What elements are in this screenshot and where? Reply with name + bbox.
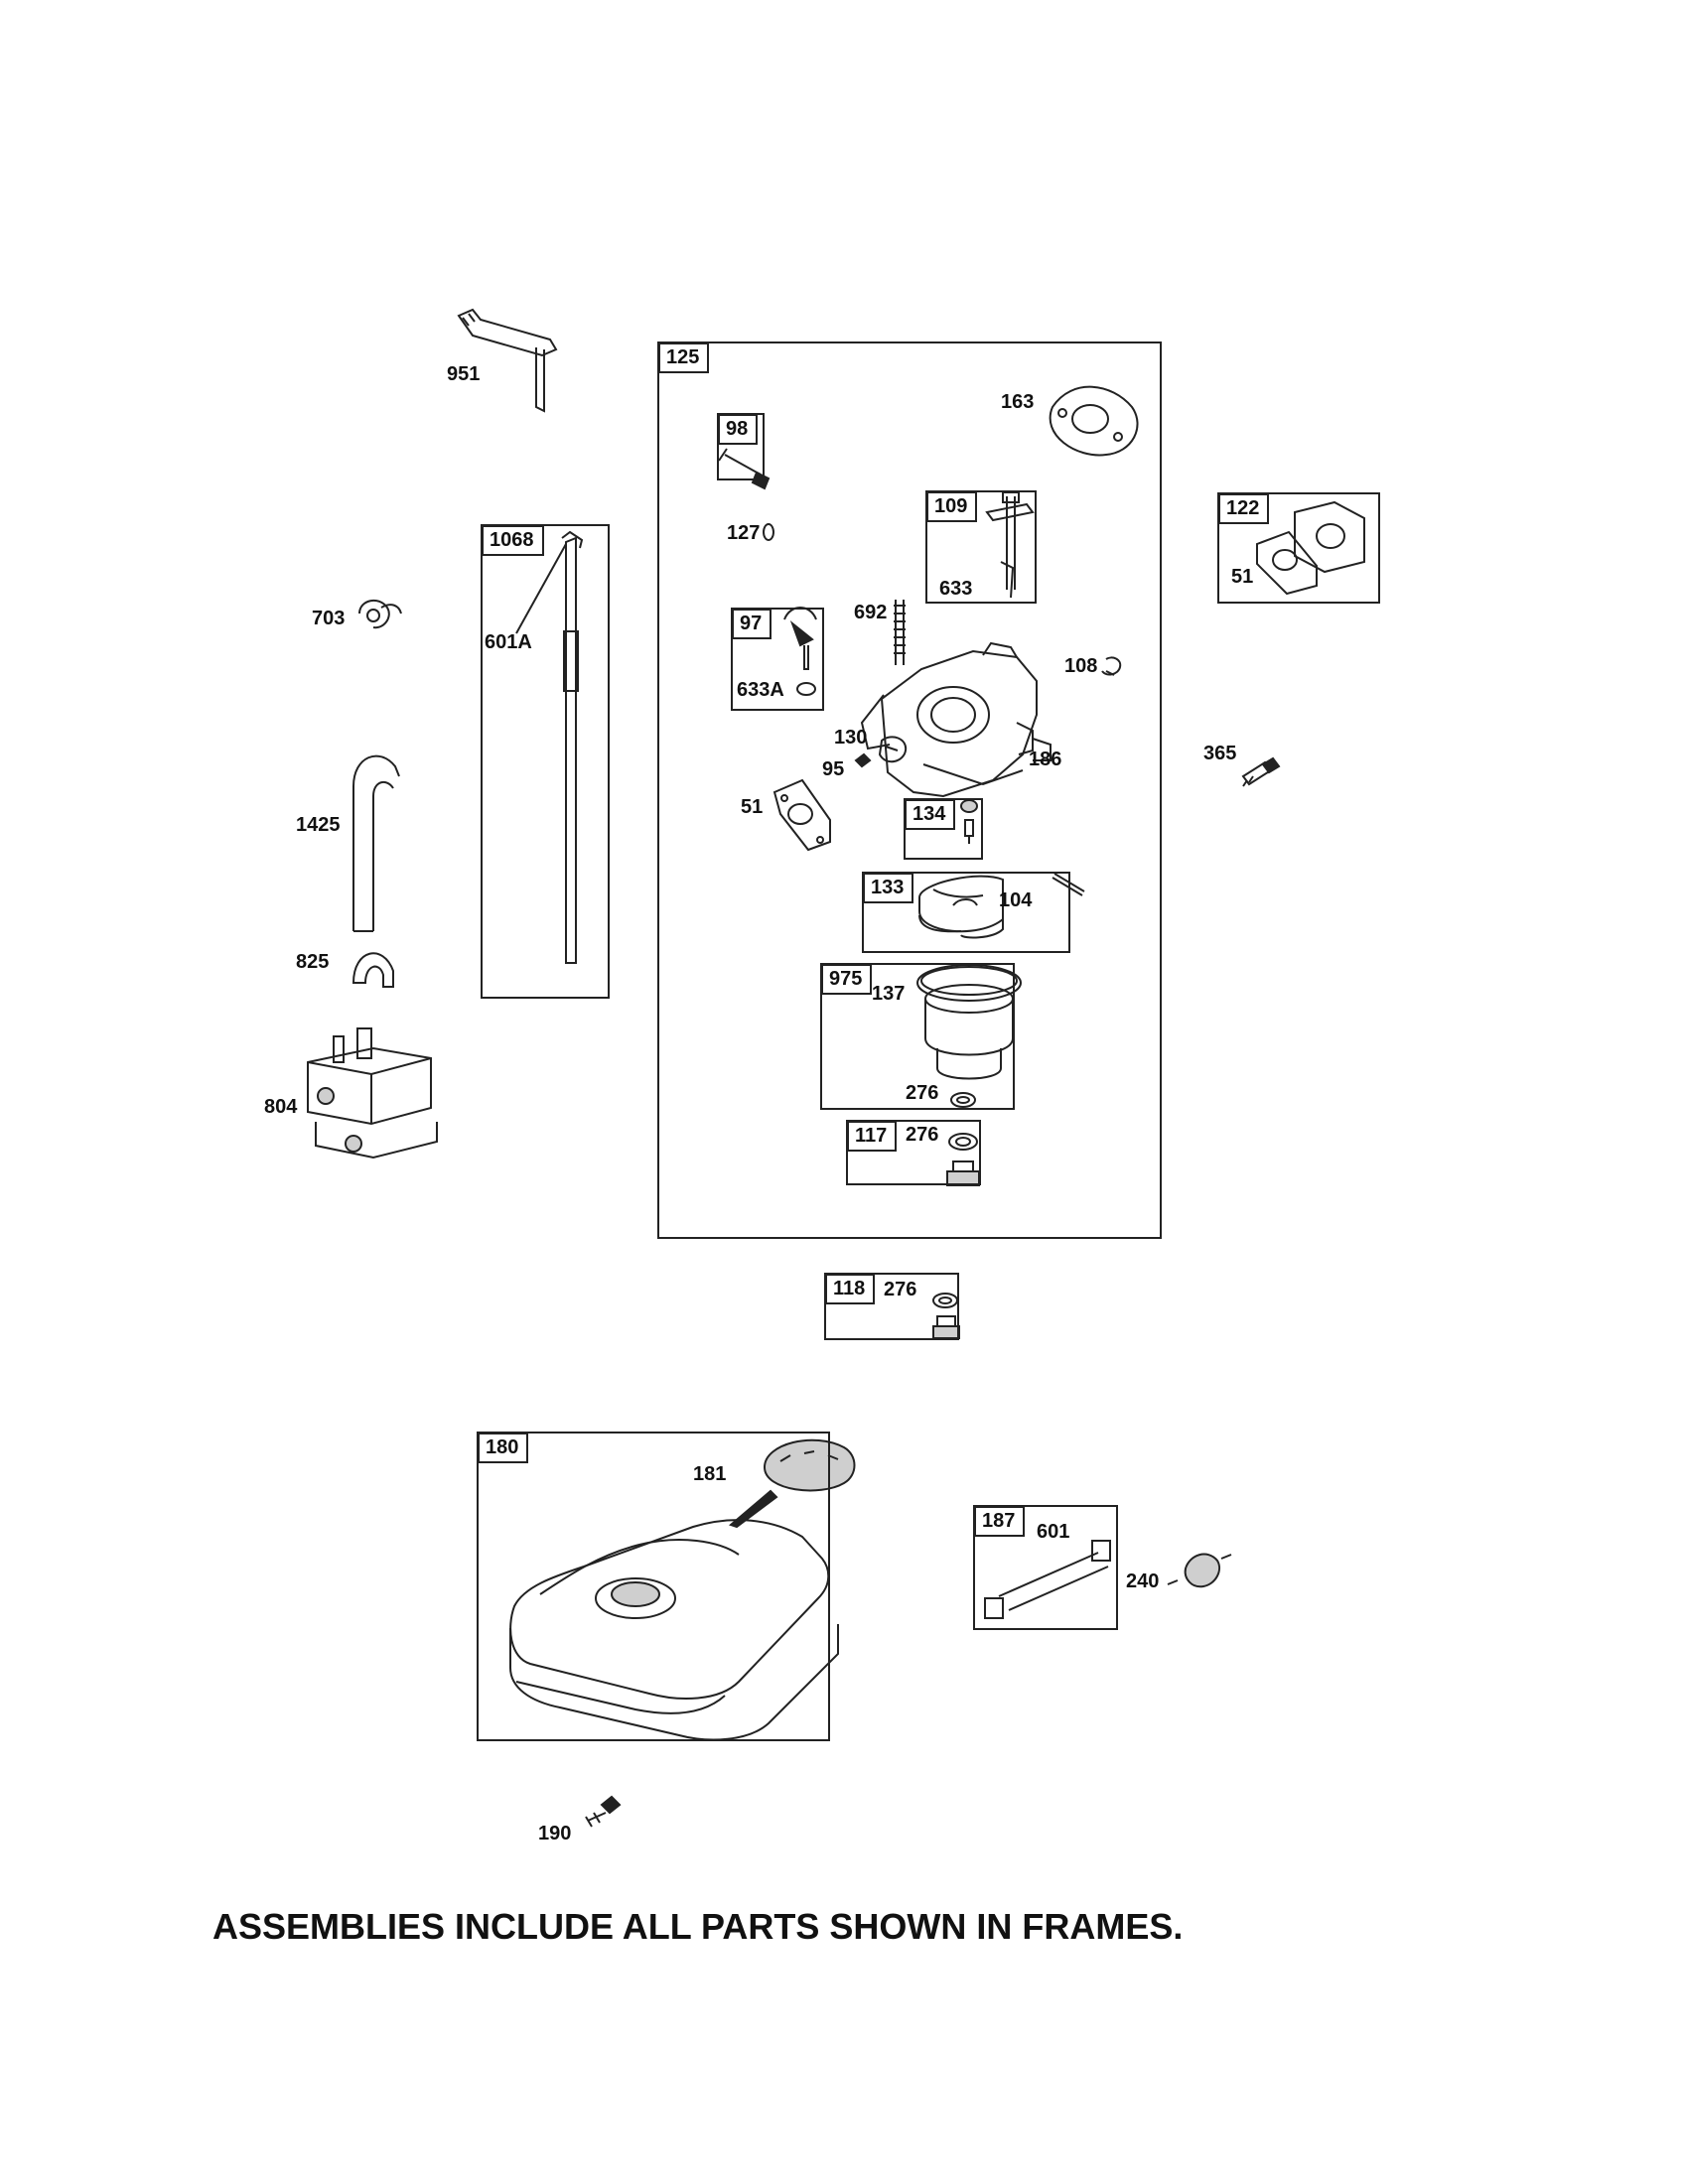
frame-975: 975	[820, 963, 1015, 1110]
label-104: 104	[999, 889, 1033, 911]
frame-180: 180	[477, 1432, 830, 1741]
part-122-adapter	[1256, 500, 1365, 596]
part-703-clip	[358, 599, 402, 629]
frame-125-tag: 125	[658, 342, 710, 373]
label-186: 186	[1029, 749, 1062, 770]
label-601: 601	[1037, 1521, 1070, 1543]
frame-117-tag: 117	[847, 1121, 898, 1152]
part-951-lever	[457, 308, 558, 413]
frame-98: 98	[717, 413, 765, 480]
frame-97-tag: 97	[732, 609, 772, 639]
frame-180-tag: 180	[478, 1433, 529, 1463]
part-95-screw	[854, 752, 872, 768]
part-276-washer-b	[948, 1133, 978, 1151]
part-181-cap	[729, 1438, 856, 1529]
frame-125-carburetor: 125	[657, 341, 1162, 1239]
part-1425-hose	[352, 754, 400, 932]
part-190-screw	[585, 1795, 622, 1828]
frame-118: 118	[824, 1273, 959, 1340]
frame-975-tag: 975	[821, 964, 873, 995]
label-276-bowl: 276	[906, 1082, 939, 1104]
label-240: 240	[1126, 1570, 1160, 1592]
part-1068-rod	[561, 530, 584, 964]
part-133-float	[918, 875, 1004, 939]
label-365: 365	[1203, 743, 1237, 764]
assemblies-note: ASSEMBLIES INCLUDE ALL PARTS SHOWN IN FR…	[212, 1906, 1184, 1947]
part-163-gasket	[1049, 385, 1139, 457]
part-601A-pointer	[515, 543, 567, 634]
part-276-washer-a	[950, 1092, 976, 1108]
label-276-117: 276	[906, 1124, 939, 1146]
frame-117: 117	[846, 1120, 981, 1185]
part-804-solenoid	[307, 1027, 438, 1160]
part-180-tank	[509, 1519, 839, 1741]
label-276-118: 276	[884, 1279, 917, 1300]
frame-133-tag: 133	[863, 873, 914, 903]
frame-122: 122	[1217, 492, 1380, 604]
frame-187-tag: 187	[974, 1506, 1026, 1537]
part-108-clip	[1101, 656, 1122, 676]
frame-133: 133	[862, 872, 1070, 953]
frame-122-tag: 122	[1218, 493, 1270, 524]
label-163: 163	[1001, 391, 1035, 413]
label-137: 137	[872, 983, 906, 1005]
label-633A: 633A	[737, 679, 784, 701]
part-365-fitting	[1241, 756, 1281, 787]
part-240-filter	[1167, 1553, 1232, 1588]
part-692-spring	[894, 600, 906, 665]
part-825-elbow	[351, 952, 394, 988]
part-109-shaft	[985, 491, 1035, 599]
label-692: 692	[854, 602, 888, 623]
label-703: 703	[312, 608, 346, 629]
label-190: 190	[538, 1823, 572, 1844]
label-51-adapter: 51	[1231, 566, 1254, 588]
label-130: 130	[834, 727, 868, 749]
part-130-washer	[878, 736, 908, 763]
part-118-bolt	[932, 1315, 960, 1339]
label-127: 127	[727, 522, 761, 544]
part-carburetor-body	[860, 641, 1052, 798]
part-51-gasket	[772, 778, 831, 852]
frame-134: 134	[904, 798, 983, 860]
part-134-needle	[960, 799, 978, 844]
frame-98-tag: 98	[718, 414, 759, 445]
part-187-line	[984, 1540, 1111, 1619]
label-633: 633	[939, 578, 973, 600]
part-127-ring	[763, 523, 774, 541]
frame-118-tag: 118	[825, 1274, 876, 1304]
frame-134-tag: 134	[905, 799, 956, 830]
label-825: 825	[296, 951, 330, 973]
label-51-inner: 51	[741, 796, 764, 818]
frame-109: 109	[925, 490, 1037, 604]
label-95: 95	[822, 758, 845, 780]
label-804: 804	[264, 1096, 298, 1118]
frame-109-tag: 109	[926, 491, 978, 522]
label-951: 951	[447, 363, 481, 385]
frame-1068: 1068	[481, 524, 610, 999]
frame-187: 187	[973, 1505, 1118, 1630]
label-181: 181	[693, 1463, 727, 1485]
label-601A: 601A	[485, 631, 532, 653]
frame-97: 97	[731, 608, 824, 711]
label-108: 108	[1064, 655, 1098, 677]
part-117-bolt	[946, 1160, 980, 1186]
frame-1068-tag: 1068	[482, 525, 544, 556]
label-1425: 1425	[296, 814, 341, 836]
